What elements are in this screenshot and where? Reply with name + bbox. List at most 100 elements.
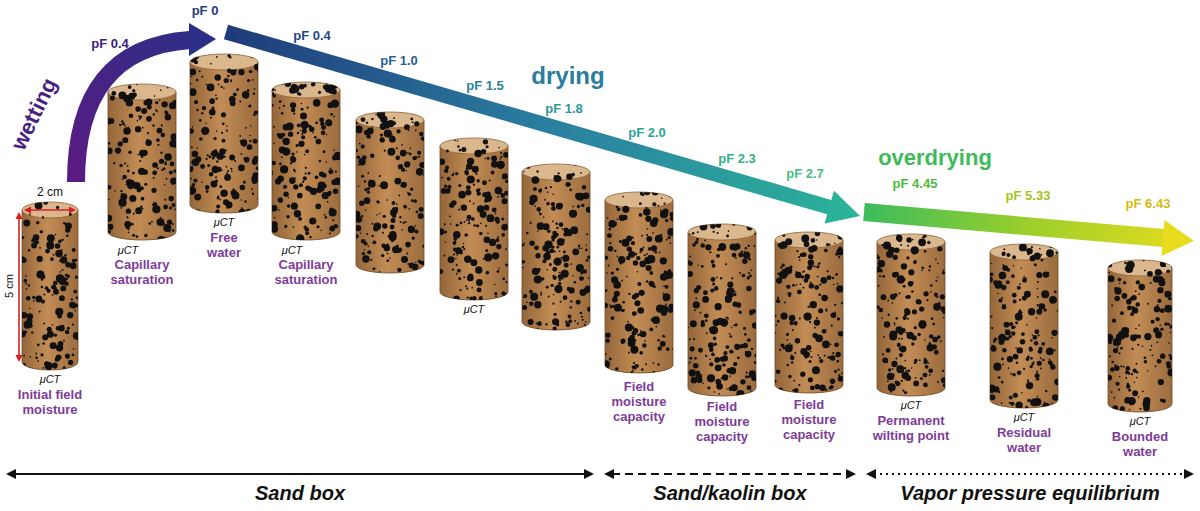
pore [919,306,924,311]
pore [61,239,63,241]
pore [122,175,126,179]
pore [147,105,152,110]
pore [491,156,497,162]
pore [191,161,194,164]
pore [372,126,374,128]
pore [789,321,794,326]
pore [333,188,338,193]
pore [877,256,880,259]
pore [474,150,482,158]
pore [458,277,461,280]
pore [120,190,122,192]
pore [379,212,381,214]
pore [649,271,653,275]
pore [404,221,406,223]
pore [56,206,59,209]
pore [896,365,904,373]
pore [580,271,583,274]
pore [545,323,547,325]
pore [821,295,827,301]
pore [458,191,466,199]
pore [381,244,386,249]
pore [113,162,115,164]
pore [911,290,914,293]
pore [199,137,202,140]
pore [487,232,489,234]
pore [123,127,130,134]
pore [210,180,217,187]
pore [273,126,275,128]
pore [293,113,295,115]
pore [672,348,674,350]
pore [729,375,731,377]
pore [321,131,326,136]
pore [120,207,122,209]
pore [836,285,843,292]
pore [157,129,160,132]
pore [722,363,725,366]
pore [619,240,622,243]
pore [139,115,142,118]
pore [543,216,545,218]
pore [368,135,370,137]
pore [584,324,586,326]
core-body [22,210,78,370]
pore [610,225,612,227]
pore [923,291,928,296]
pore [447,177,451,181]
core-body [605,200,673,373]
pore [455,258,457,260]
pore [777,297,779,299]
pore [452,174,454,176]
pore [271,161,276,166]
pore [743,251,745,253]
pore [663,209,669,215]
pore [827,277,829,279]
pore [802,271,804,273]
pore [366,233,368,235]
pore-dots [602,189,675,374]
pore [554,285,562,293]
pore [605,338,609,342]
pore [693,301,700,308]
pore [307,107,309,109]
pore [484,236,491,243]
pore [646,236,652,242]
pore [704,314,709,319]
pore [923,373,928,378]
pore [688,261,693,266]
pore [827,275,832,280]
pore [901,380,903,382]
pore [216,160,219,163]
pore [540,292,542,294]
pore [586,244,588,246]
pore [456,264,458,266]
pore [460,222,463,225]
pore [794,352,796,354]
pore [647,228,649,230]
pore [190,83,192,85]
pore [407,263,409,265]
pore [107,224,113,230]
pore [815,231,820,236]
pore-dots [875,233,947,394]
pore [23,257,25,259]
pore [888,314,890,316]
pore [359,143,361,145]
pore [133,213,135,215]
pore [189,69,196,76]
pore [55,250,62,257]
pore [463,276,465,278]
pore [694,309,696,311]
pore [628,352,630,354]
pore [754,233,756,235]
pore [901,263,907,269]
pore [886,251,893,258]
pore [838,332,840,334]
pore [138,115,140,117]
pore [689,233,691,235]
core-body [522,172,590,330]
pore [45,249,50,254]
pore [137,154,139,156]
pore [453,295,459,301]
